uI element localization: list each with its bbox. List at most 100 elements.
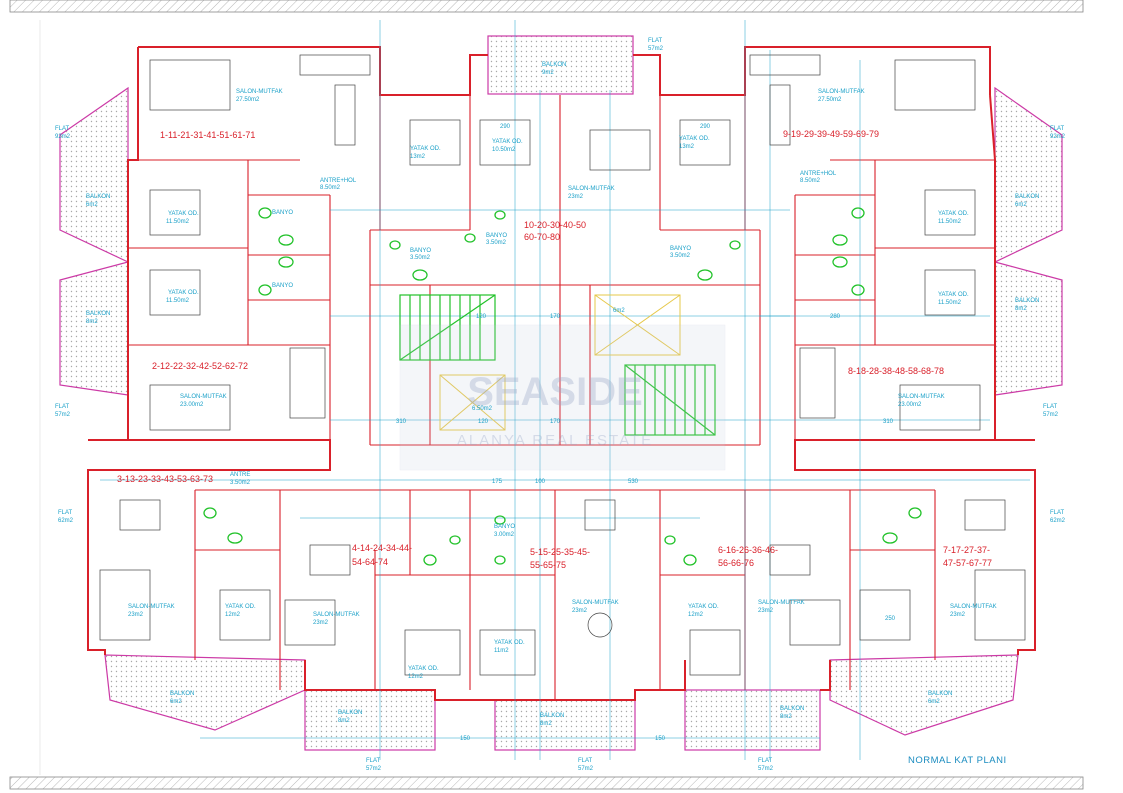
room-area: 12m2 (225, 612, 241, 618)
room-area: 8.50m2 (320, 185, 341, 191)
unit-label: 2-12-22-32-42-52-62-72 (152, 361, 248, 371)
room-area: 27.50m2 (818, 97, 842, 103)
room-label: SALON-MUTFAK (950, 604, 997, 610)
flat-label: FLAT (758, 758, 773, 764)
room-label: BANYO (410, 248, 431, 254)
room-label: YATAK OD. (688, 604, 719, 610)
unit-label: 54-64-74 (352, 557, 388, 567)
room-label: SALON-MUTFAK (898, 394, 945, 400)
dim-label: 310 (883, 419, 894, 425)
dim-label: 120 (478, 419, 489, 425)
unit-label: 47-57-67-77 (943, 558, 992, 568)
room-label: BANYO (494, 524, 515, 530)
room-area: 12m2 (688, 612, 704, 618)
unit-label: 6-16-26-36-46- (718, 545, 778, 555)
balcony-label: BALKON (86, 311, 110, 317)
room-area: 11m2 (494, 648, 509, 654)
dim-label: 120 (476, 314, 487, 320)
room-area: 10.50m2 (492, 147, 516, 153)
room-area: 23.00m2 (898, 402, 922, 408)
room-label: BANYO (670, 246, 691, 252)
dim-label: 290 (500, 124, 511, 130)
furniture (99, 54, 1026, 676)
room-label: SALON-MUTFAK (313, 612, 360, 618)
bottom-border-strip (9, 776, 1084, 790)
balcony-label: BALKON (170, 691, 194, 697)
flat-area: 92m2 (55, 134, 71, 140)
balcony-label: BALKON (1015, 298, 1039, 304)
balcony-label: BALKON (1015, 194, 1039, 200)
elevator-shafts (439, 294, 681, 431)
room-area: 27.50m2 (236, 97, 260, 103)
room-area: 23.00m2 (180, 402, 204, 408)
unit-label: 56-66-76 (718, 558, 754, 568)
room-area: 11.50m2 (166, 219, 190, 225)
room-area: 3.50m2 (670, 253, 691, 259)
room-label: ANTRE+HOL (800, 171, 837, 177)
room-area: 8.50m2 (800, 178, 821, 184)
flat-area: 57m2 (758, 766, 774, 772)
room-label: BANYO (272, 283, 293, 289)
room-label: SALON-MUTFAK (572, 600, 619, 606)
balcony-area: 8m2 (86, 319, 98, 325)
room-label: YATAK OD. (938, 292, 969, 298)
dim-label: 170 (550, 314, 561, 320)
room-label: YATAK OD. (168, 211, 199, 217)
balcony-area: 8m2 (540, 721, 552, 727)
unit-label: 4-14-24-34-44- (352, 543, 412, 553)
room-area: 23m2 (313, 620, 329, 626)
balcony-label: BALKON (928, 691, 952, 697)
watermark-sub: ALANYA REAL ESTATE (457, 432, 653, 449)
balcony-label: BALKON (338, 710, 362, 716)
room-label: YATAK OD. (679, 136, 710, 142)
flat-label: FLAT (1043, 404, 1058, 410)
balcony-area: 6m2 (170, 699, 182, 705)
unit-label: 7-17-27-37- (943, 545, 990, 555)
balcony-label: BALKON (86, 194, 110, 200)
room-label: YATAK OD. (168, 290, 199, 296)
room-area: 13m2 (410, 154, 426, 160)
balcony-area: 8m2 (1015, 306, 1027, 312)
unit-label: 3-13-23-33-43-53-63-73 (117, 474, 213, 484)
room-label: SALON-MUTFAK (568, 186, 615, 192)
dimension-labels: 120 170 170 120 280 310 310 530 175 100 … (396, 124, 896, 742)
flat-area: 57m2 (1043, 412, 1059, 418)
dim-label: 100 (535, 479, 546, 485)
room-area: 23m2 (758, 608, 774, 614)
unit-label: 9-19-29-39-49-59-69-79 (783, 129, 879, 139)
room-area: 11.50m2 (938, 219, 962, 225)
room-label: YATAK OD. (938, 211, 969, 217)
unit-label: 10-20-30-40-50 (524, 220, 586, 230)
unit-label: 60-70-80 (524, 232, 560, 242)
room-label: BANYO (486, 233, 507, 239)
balconies (59, 35, 1063, 751)
balcony-label: BALKON (542, 62, 566, 68)
balcony-label: BALKON (540, 713, 564, 719)
dim-label: 250 (885, 616, 896, 622)
flat-label: FLAT (55, 126, 70, 132)
dim-label: 280 (830, 314, 841, 320)
flat-area: 62m2 (1050, 518, 1066, 524)
balcony-label: BALKON (780, 706, 804, 712)
room-label: SALON-MUTFAK (236, 89, 283, 95)
balcony-area: 9m2 (542, 70, 554, 76)
room-area: 3.50m2 (410, 255, 431, 261)
top-border-strip (9, 0, 1084, 13)
room-area: 23m2 (128, 612, 144, 618)
dim-label: 170 (550, 419, 561, 425)
watermark-brand: SEASIDE (467, 370, 643, 414)
dim-label: 530 (628, 479, 639, 485)
room-label: ANTRE (230, 472, 250, 478)
watermark: SEASIDE ALANYA REAL ESTATE (399, 324, 726, 471)
flat-label: FLAT (648, 38, 663, 44)
unit-label: 1-11-21-31-41-51-61-71 (160, 130, 255, 140)
plan-title: NORMAL KAT PLANI (908, 755, 1007, 766)
room-label: YATAK OD. (494, 640, 525, 646)
room-area: 23m2 (950, 612, 966, 618)
dim-label: 175 (492, 479, 503, 485)
room-area: 11.50m2 (166, 298, 190, 304)
room-area: 13m2 (679, 144, 695, 150)
room-label: YATAK OD. (408, 666, 439, 672)
balcony-area: 6m2 (1015, 202, 1027, 208)
